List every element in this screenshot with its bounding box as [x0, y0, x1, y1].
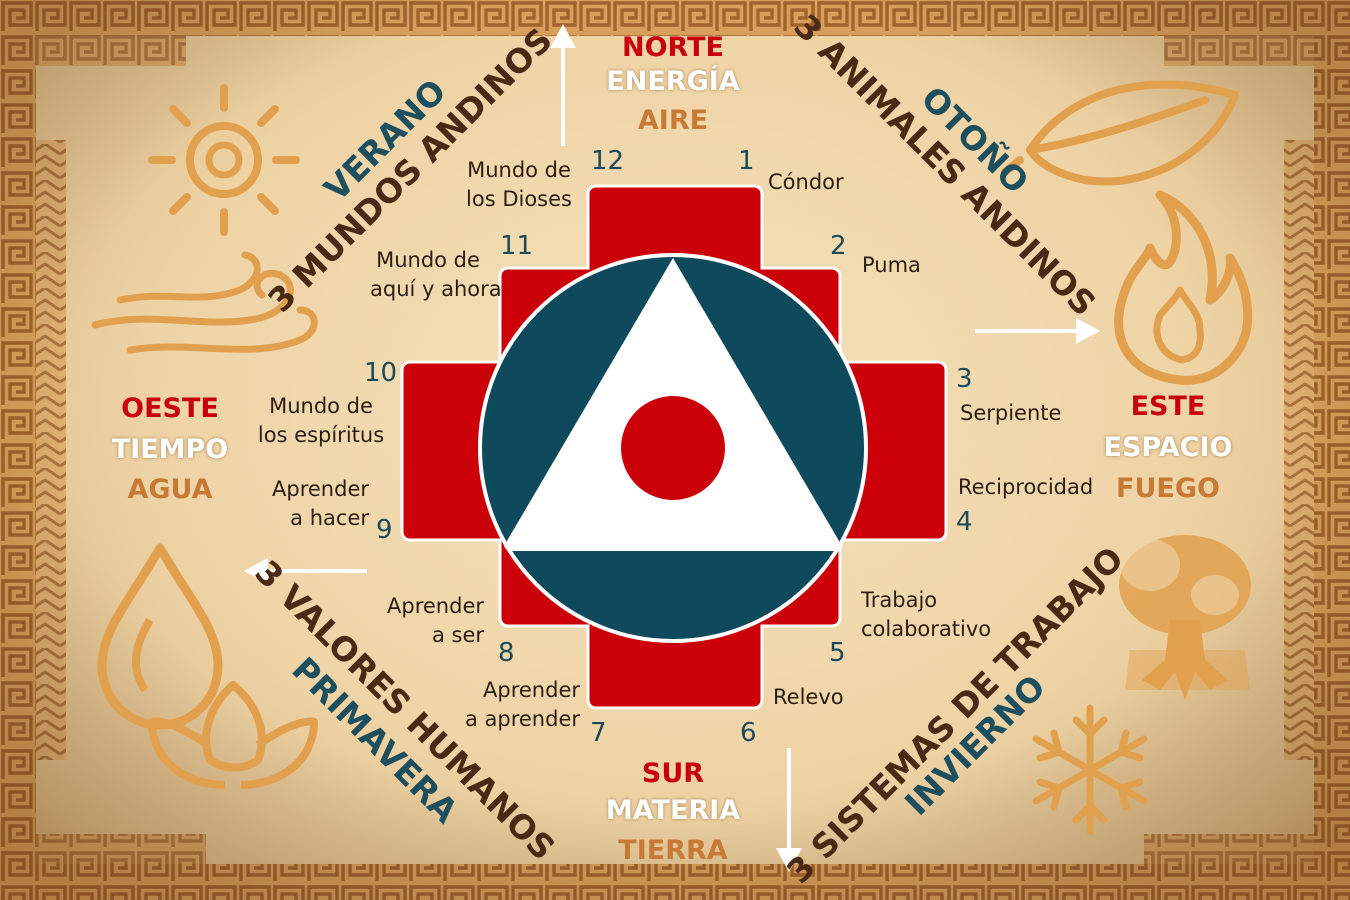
point-label-5: Trabajo colaborativo [861, 588, 992, 641]
point-number-9: 9 [376, 515, 393, 545]
south-element: TIERRA [618, 835, 728, 866]
wind-icon [91, 251, 318, 354]
point-number-6: 6 [740, 718, 757, 748]
point-label-7: Aprender a aprender [464, 678, 580, 731]
tree-icon [1119, 535, 1251, 700]
point-number-10: 10 [364, 358, 398, 388]
east-concept: ESPACIO [1103, 432, 1233, 463]
west-heading: OESTE [121, 393, 219, 424]
north-element: AIRE [637, 105, 709, 136]
point-label-2: Puma [862, 253, 921, 277]
leaf-icon [1001, 80, 1239, 186]
point-number-3: 3 [956, 364, 973, 394]
north-concept: ENERGÍA [606, 66, 740, 97]
point-label-1: Cóndor [768, 170, 844, 194]
arrow-left-icon [244, 558, 367, 584]
east-heading: ESTE [1130, 391, 1206, 422]
point-label-12: Mundo de los Dioses [466, 158, 572, 211]
north-heading: NORTE [622, 32, 724, 63]
center-dot [621, 396, 725, 500]
flame-icon [1114, 190, 1253, 385]
point-number-5: 5 [829, 638, 846, 668]
point-number-11: 11 [500, 231, 534, 261]
point-label-6: Relevo [773, 685, 844, 709]
point-label-3: Serpiente [960, 401, 1062, 425]
west-element: AGUA [127, 474, 213, 505]
point-number-4: 4 [956, 507, 973, 537]
point-number-12: 12 [591, 146, 625, 176]
lotus-icon [148, 681, 318, 789]
point-number-1: 1 [738, 146, 755, 176]
south-heading: SUR [641, 758, 705, 789]
arrow-right-icon [975, 318, 1100, 344]
sun-icon [148, 84, 300, 236]
arrow-down-icon [776, 748, 802, 872]
point-label-4: Reciprocidad [958, 475, 1094, 499]
point-number-8: 8 [498, 638, 515, 668]
point-label-11: Mundo de aquí y ahora [370, 248, 502, 301]
point-label-10: Mundo de los espíritus [257, 394, 385, 447]
snowflake-icon [1032, 704, 1148, 836]
south-concept: MATERIA [605, 795, 741, 826]
west-concept: TIEMPO [111, 434, 229, 465]
point-number-2: 2 [830, 231, 847, 261]
arrow-up-icon [550, 24, 576, 146]
point-number-7: 7 [590, 718, 607, 748]
point-label-8: Aprender a ser [387, 594, 484, 647]
point-label-9: Aprender a hacer [272, 477, 369, 530]
east-element: FUEGO [1116, 473, 1220, 504]
